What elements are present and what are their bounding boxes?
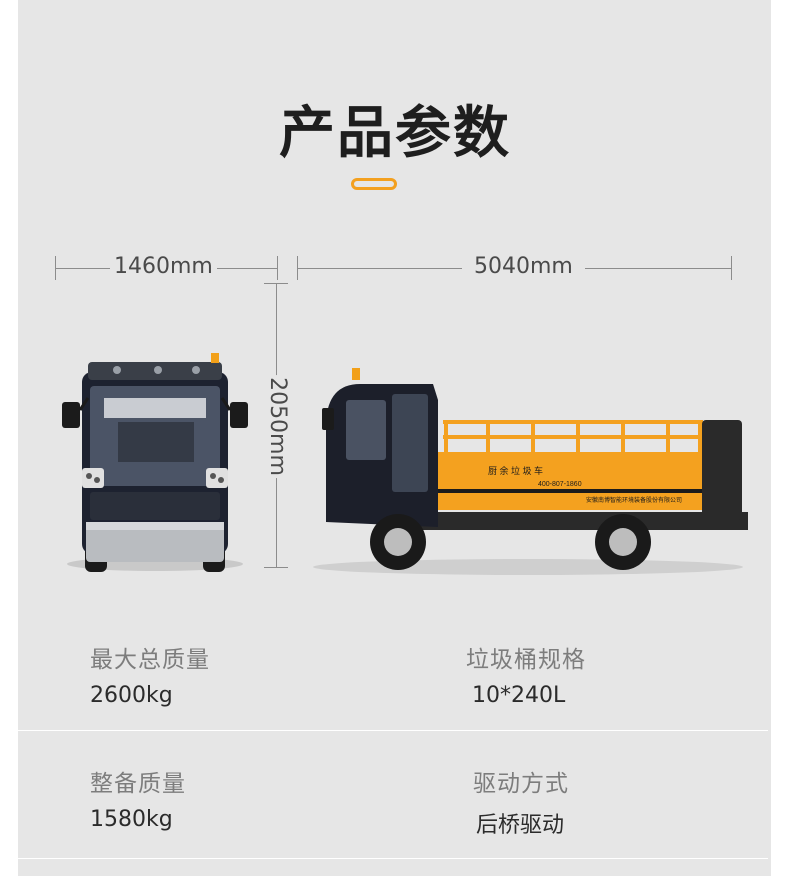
height-dimension-tick-bottom <box>264 567 288 568</box>
spec-value-bin-spec: 10*240L <box>472 683 566 708</box>
length-dimension-tick-right <box>731 256 732 280</box>
truck-body-name: 厨 余 垃 圾 车 <box>488 465 543 476</box>
spec-label-curb-mass: 整备质量 <box>90 771 186 797</box>
truck-body-phone: 400-807-1860 <box>538 481 582 488</box>
length-dimension-label: 5040mm <box>462 254 585 279</box>
width-dimension-tick-left <box>55 256 56 280</box>
width-dimension-label: 1460mm <box>110 254 217 279</box>
vehicle-front-view <box>62 353 248 572</box>
spec-divider-1 <box>18 730 768 731</box>
spec-label-max-gross-mass: 最大总质量 <box>90 647 210 673</box>
page-title: 产品参数 <box>279 101 511 166</box>
spec-value-curb-mass: 1580kg <box>90 807 173 832</box>
length-dimension-tick-left <box>297 256 298 280</box>
spec-label-drive-type: 驱动方式 <box>473 771 569 797</box>
spec-divider-2 <box>18 858 768 859</box>
spec-value-max-gross-mass: 2600kg <box>90 683 173 708</box>
spec-label-bin-spec: 垃圾桶规格 <box>466 647 586 673</box>
spec-value-drive-type: 后桥驱动 <box>476 813 565 838</box>
truck-body-company: 安徽南博智能环境装备股份有限公司 <box>586 496 682 504</box>
height-dimension-label: 2050mm <box>264 375 290 478</box>
width-dimension-tick-right <box>277 256 278 280</box>
height-dimension-tick-top <box>264 283 288 284</box>
vehicle-side-view: 厨 余 垃 圾 车 400-807-1860 安徽南博智能环境装备股份有限公司 <box>313 368 748 575</box>
title-underline-pill <box>351 178 397 190</box>
